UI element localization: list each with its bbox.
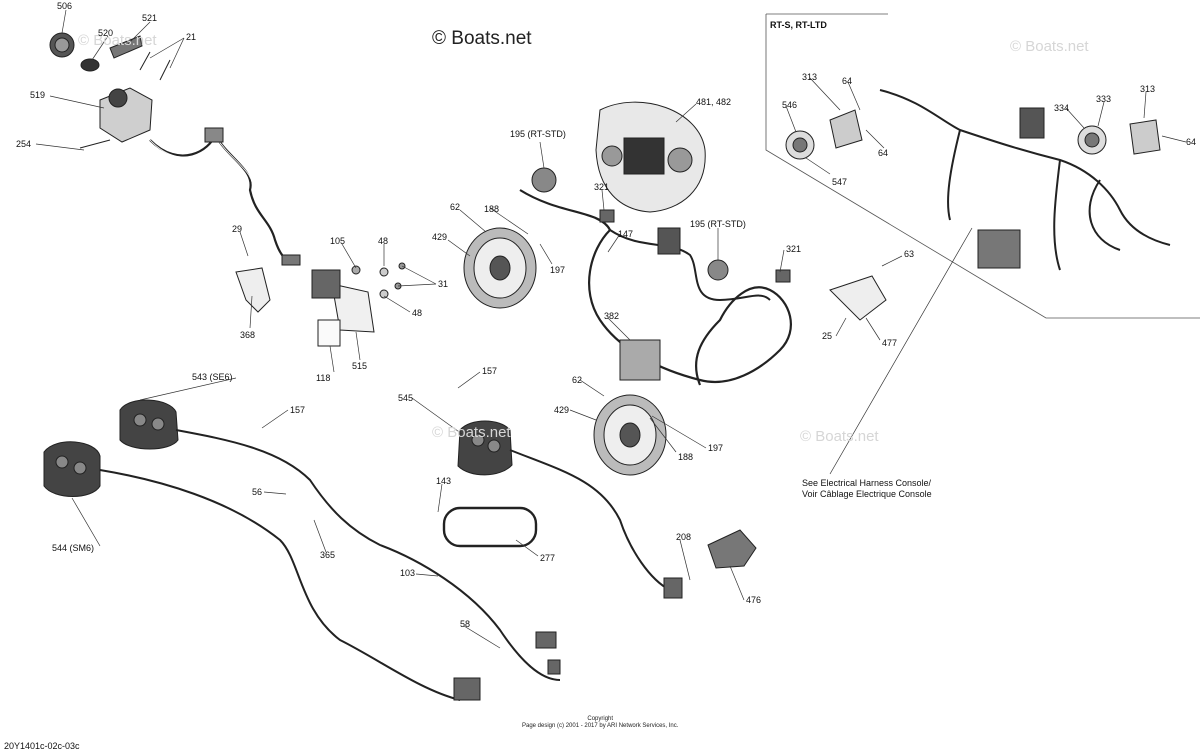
console-harness (519, 189, 792, 386)
watermark-faint: © Boats.net (78, 32, 157, 49)
ignition-switch-assembly (49, 32, 171, 149)
callout-515: 515 (352, 361, 368, 371)
callout-197-a: 197 (550, 265, 566, 275)
strap-277 (442, 506, 538, 548)
callout-195-b: 195 (RT-STD) (690, 219, 746, 229)
callout-105: 105 (330, 236, 346, 246)
callout-157-b: 157 (482, 366, 498, 376)
callout-48-b: 48 (412, 308, 423, 318)
see-note-line2: Voir Câblage Electrique Console (802, 489, 932, 499)
gauge-547 (785, 130, 815, 160)
callout-48-a: 48 (378, 236, 389, 246)
callout-56: 56 (252, 487, 263, 497)
instrument-cluster (595, 101, 706, 213)
see-console-note: See Electrical Harness Console/ Voir Câb… (802, 478, 932, 500)
handlebar-harness (99, 429, 561, 701)
handlebar-control-544 (43, 441, 101, 497)
callout-103: 103 (400, 568, 416, 578)
inset-title: RT-S, RT-LTD (770, 20, 827, 30)
callout-21: 21 (186, 32, 197, 42)
gauge-333 (1077, 125, 1107, 155)
inset-harness (879, 89, 1171, 271)
callout-334: 334 (1054, 103, 1070, 113)
callout-476: 476 (746, 595, 762, 605)
callout-547: 547 (832, 177, 848, 187)
callout-29: 29 (232, 224, 243, 234)
callout-31: 31 (438, 279, 449, 289)
watermark-faint: © Boats.net (1010, 38, 1089, 55)
switch-harness (149, 132, 293, 264)
bracket-477 (829, 275, 887, 321)
callout-481-482: 481, 482 (696, 97, 732, 107)
callout-368: 368 (240, 330, 256, 340)
callout-118: 118 (316, 373, 331, 383)
speaker-upper (463, 227, 537, 309)
bracket-476 (707, 529, 757, 569)
callout-188-a: 188 (484, 204, 500, 214)
callout-545: 545 (398, 393, 414, 403)
watermark-main: © Boats.net (432, 28, 532, 49)
copyright-notice: Copyright Page design (c) 2001 - 2017 by… (522, 716, 678, 730)
callout-313-b: 313 (1140, 84, 1156, 94)
copyright-line1: Copyright (587, 716, 614, 722)
callout-197-b: 197 (708, 443, 724, 453)
copyright-line2: Page design (c) 2001 - 2017 by ARI Netwo… (522, 723, 679, 729)
callout-313-a: 313 (802, 72, 818, 82)
callout-157-a: 157 (290, 405, 306, 415)
callout-521: 521 (142, 13, 158, 23)
watermark-faint: © Boats.net (800, 428, 879, 445)
module-515 (311, 262, 406, 347)
bracket-368 (235, 267, 271, 313)
callout-62-b: 62 (572, 375, 583, 385)
speaker-lower (593, 394, 667, 476)
callout-188-b: 188 (678, 452, 694, 462)
callout-64-c: 64 (1186, 137, 1197, 147)
audio-harness (509, 449, 671, 591)
callout-208: 208 (676, 532, 692, 542)
callout-382: 382 (604, 311, 620, 321)
callout-25: 25 (822, 331, 833, 341)
callout-429-a: 429 (432, 232, 448, 242)
callout-147: 147 (618, 229, 634, 239)
audio-control-545 (457, 420, 513, 476)
grille-195-a (531, 167, 557, 193)
reference-code: 20Y1401c-02c-03c (4, 741, 80, 751)
callout-254: 254 (16, 139, 32, 149)
callout-477: 477 (882, 338, 898, 348)
grille-195-b (707, 259, 729, 281)
callout-429-b: 429 (554, 405, 570, 415)
callout-277: 277 (540, 553, 556, 563)
callout-64-a: 64 (842, 76, 853, 86)
callout-64-b: 64 (878, 148, 889, 158)
callout-520: 520 (98, 28, 114, 38)
leader-lines (35, 9, 1187, 649)
callout-195-a: 195 (RT-STD) (510, 129, 566, 139)
callout-143: 143 (436, 476, 452, 486)
callout-321-b: 321 (786, 244, 802, 254)
callout-321-a: 321 (594, 182, 610, 192)
callout-333: 333 (1096, 94, 1112, 104)
callout-62-a: 62 (450, 202, 461, 212)
callout-519: 519 (30, 90, 46, 100)
callout-543: 543 (SE6) (192, 372, 233, 382)
callout-544: 544 (SM6) (52, 543, 95, 553)
see-note-line1: See Electrical Harness Console/ (802, 478, 932, 488)
callout-365: 365 (320, 550, 336, 560)
callout-546: 546 (782, 100, 798, 110)
handlebar-control-543 (119, 399, 179, 450)
callout-63: 63 (904, 249, 915, 259)
inset-frame (765, 13, 1200, 319)
watermark-faint: © Boats.net (432, 424, 511, 441)
callout-58: 58 (460, 619, 471, 629)
callout-506: 506 (57, 1, 73, 11)
